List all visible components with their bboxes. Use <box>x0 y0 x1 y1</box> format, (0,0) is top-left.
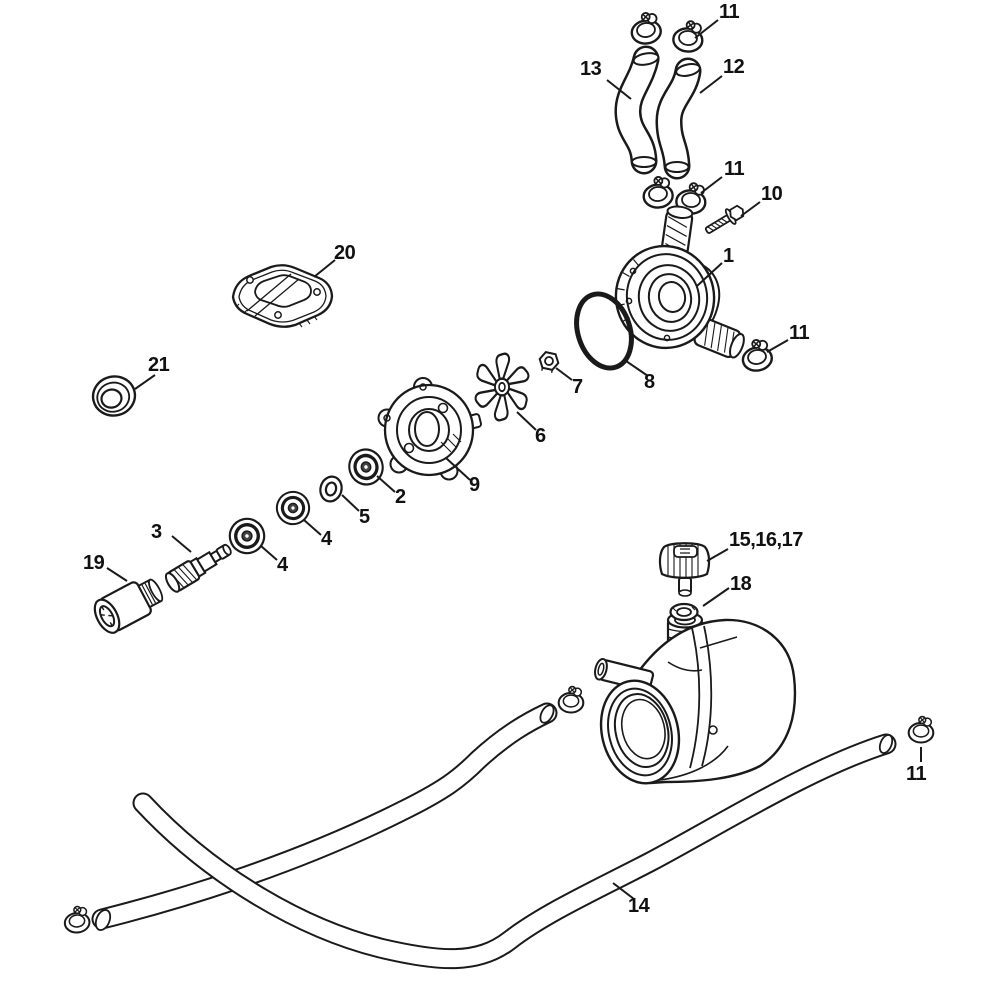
callout-21: 21 <box>148 354 170 376</box>
leader-9 <box>445 457 471 481</box>
leader-15-16-17 <box>706 548 729 562</box>
callout-19: 19 <box>83 552 105 574</box>
callout-10: 10 <box>761 183 783 205</box>
leader-11-right <box>766 339 789 353</box>
callout-8: 8 <box>644 371 655 393</box>
callout-4b: 4 <box>277 554 288 576</box>
callout-18: 18 <box>730 573 752 595</box>
leader-10 <box>740 201 761 217</box>
hose-return <box>91 702 558 931</box>
leader-21 <box>134 374 156 390</box>
hose-clamp-pump-outlet-icon <box>738 336 775 375</box>
hose-12 <box>655 57 702 180</box>
callout-20: 20 <box>334 242 356 264</box>
leader-11-mid <box>700 176 723 194</box>
hose-14 <box>132 733 897 970</box>
callout-3: 3 <box>151 521 162 543</box>
callout-11-mid: 11 <box>724 158 745 180</box>
callout-9: 9 <box>469 474 480 496</box>
leader-14 <box>612 882 635 900</box>
leader-12 <box>699 75 723 94</box>
hose-clamp-bottom-right-icon <box>907 715 935 744</box>
callout-11-top: 11 <box>719 1 740 23</box>
callout-2: 2 <box>395 486 406 508</box>
leader-2 <box>376 475 396 493</box>
washer-5 <box>319 475 343 503</box>
callout-4a: 4 <box>321 528 332 550</box>
valve-housing <box>594 611 797 785</box>
callout-14: 14 <box>628 895 650 917</box>
impeller-6 <box>474 352 530 422</box>
callout-5: 5 <box>359 506 370 528</box>
callout-11-right: 11 <box>789 322 810 344</box>
pump-housing-1 <box>614 205 745 359</box>
bearing-4b <box>224 513 270 559</box>
callout-1: 1 <box>723 245 734 267</box>
washer-18 <box>669 602 699 622</box>
leader-19 <box>106 567 128 582</box>
leader-11-top <box>694 19 719 39</box>
coupler-19 <box>93 578 164 634</box>
leader-20 <box>313 259 336 278</box>
hose-13 <box>614 45 660 175</box>
leader-13 <box>606 79 632 100</box>
bearing-2 <box>343 444 389 490</box>
leader-5 <box>341 494 360 512</box>
hose-clamp-top-left-icon <box>628 9 664 47</box>
hose-clamp-side-pipe-icon <box>557 685 585 714</box>
leader-4a <box>303 519 322 536</box>
o-ring-8 <box>574 291 634 371</box>
hose-clamp-top-right-icon <box>671 18 706 54</box>
callout-15-16-17: 15,16,17 <box>729 529 803 551</box>
leader-6 <box>516 411 537 431</box>
leader-7 <box>555 367 573 381</box>
callout-7: 7 <box>572 376 583 398</box>
callout-12: 12 <box>723 56 745 78</box>
callout-13: 13 <box>580 58 602 80</box>
nut-7 <box>538 351 560 373</box>
leader-lines <box>106 19 922 900</box>
callout-6: 6 <box>535 425 546 447</box>
shaft-3 <box>164 543 232 593</box>
leader-3 <box>171 535 192 553</box>
leader-18 <box>702 587 730 607</box>
leader-4b <box>260 545 278 561</box>
cover-plate-20 <box>231 264 334 328</box>
pump-backplate-9 <box>377 377 482 481</box>
hose-clamp-mid-left-icon <box>640 174 675 210</box>
hose-clamp-bottom-left-icon <box>62 904 92 935</box>
knob-15-16-17 <box>658 542 711 597</box>
ring-seal-21 <box>91 375 137 417</box>
bolt-10 <box>704 204 745 234</box>
leader-8 <box>625 360 649 377</box>
leader-1 <box>696 262 723 287</box>
callout-11-bottom: 11 <box>906 763 927 785</box>
